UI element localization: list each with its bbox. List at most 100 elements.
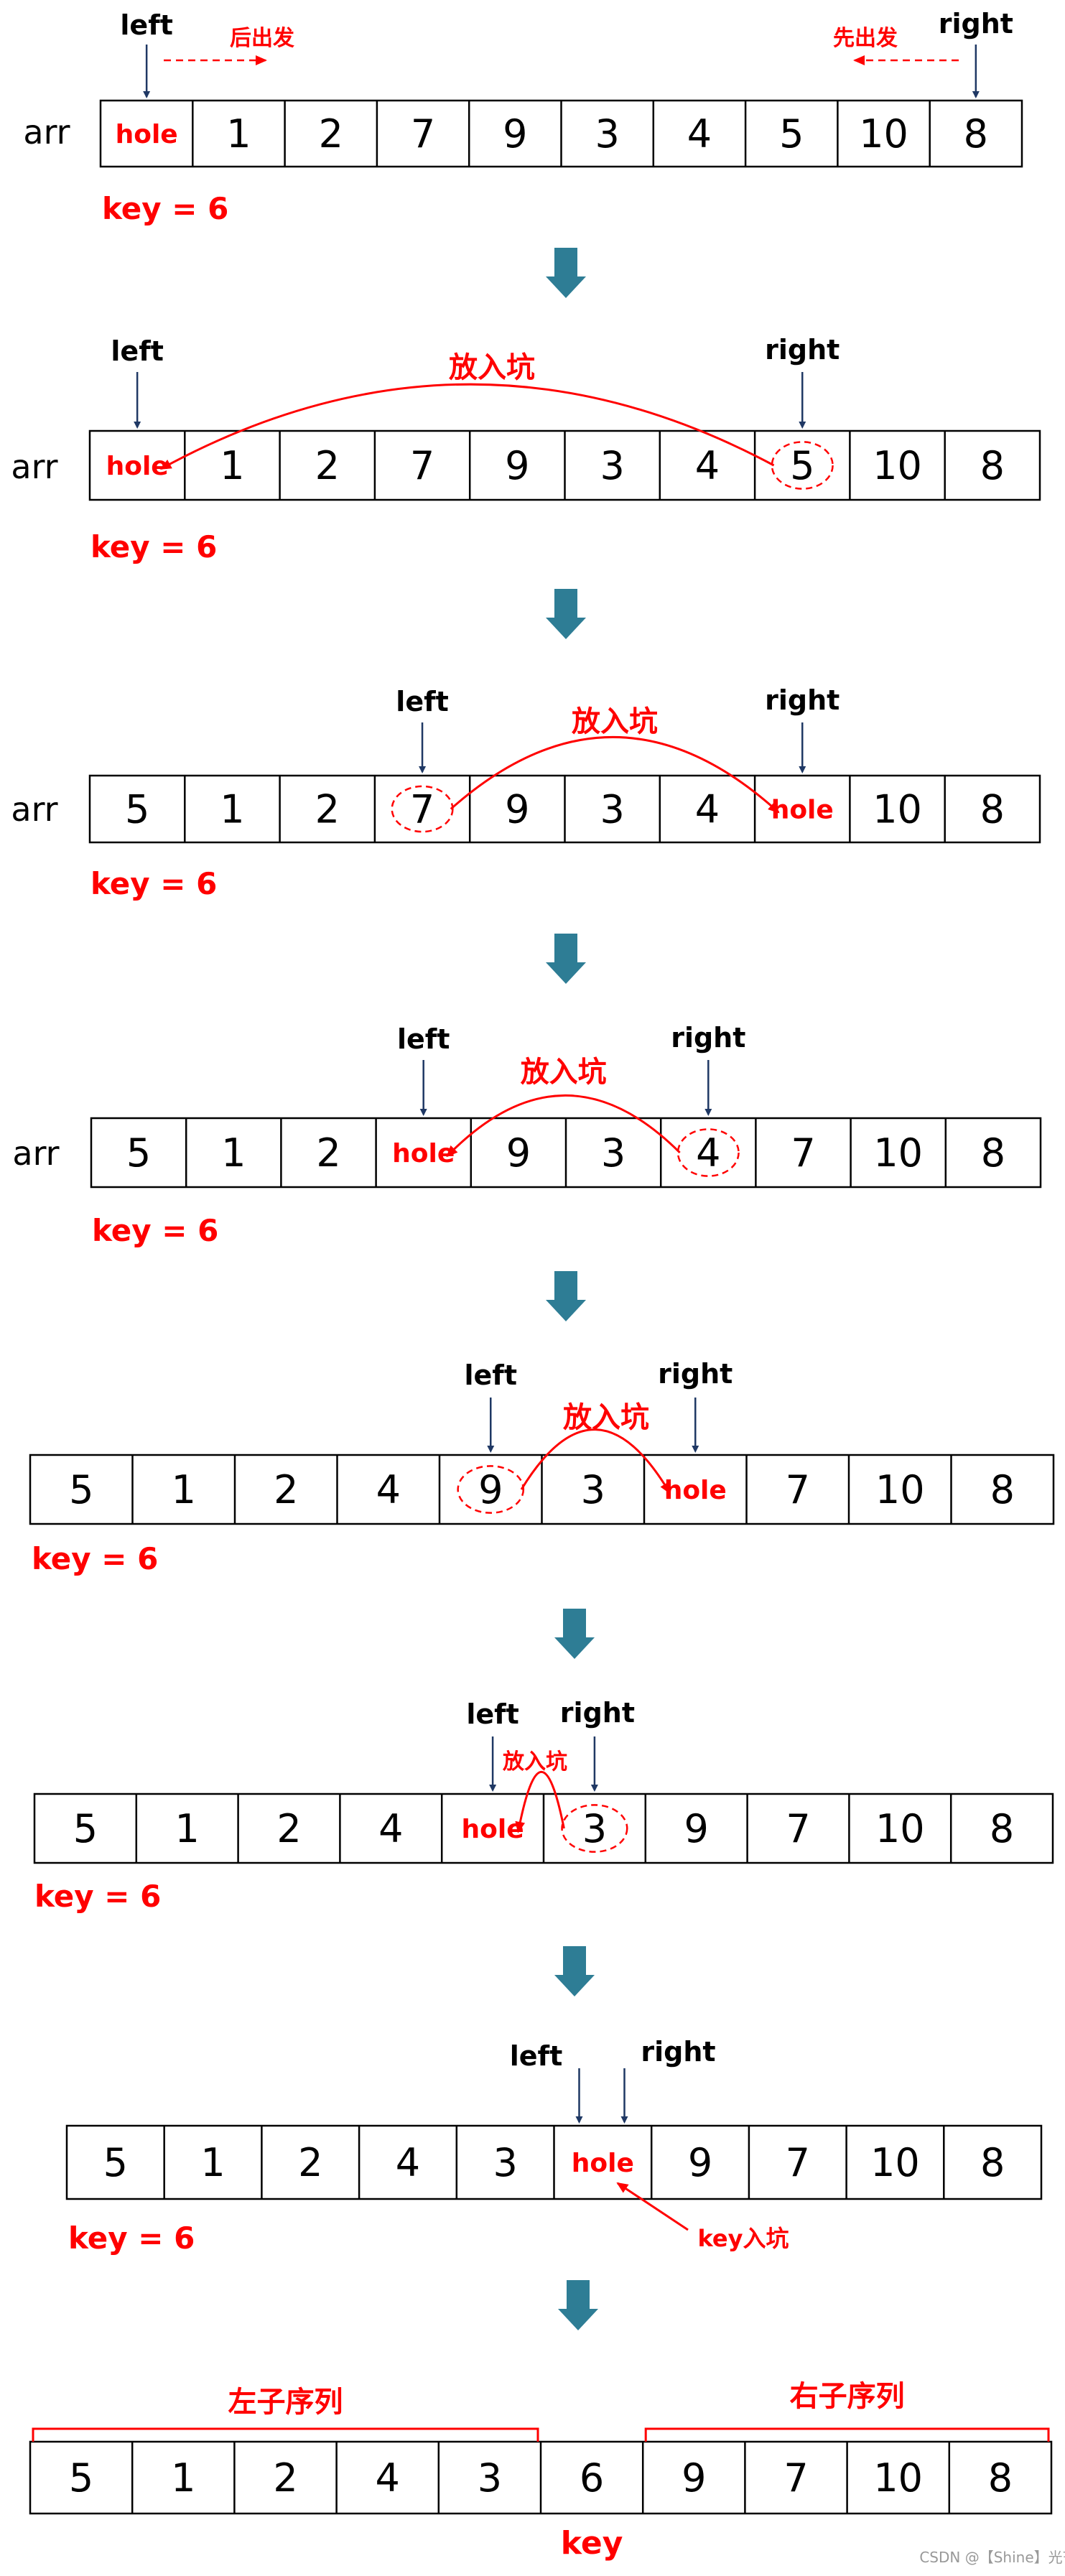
array-cell: 4 (696, 1130, 720, 1176)
transition-arrow-shaft (563, 1946, 586, 1975)
array-cell: 3 (478, 2455, 502, 2501)
key-value-label: key = 6 (34, 1879, 161, 1914)
transition-arrow-head (554, 1637, 595, 1659)
array-cell: 7 (410, 787, 434, 832)
move-in-pit-label: 放入坑 (502, 1749, 567, 1775)
move-arrow (520, 1428, 671, 1494)
array-cell: 9 (505, 443, 529, 488)
left-pointer-label: left (396, 686, 449, 717)
array-cell: 8 (980, 443, 1005, 488)
transition-arrow-shaft (563, 1609, 586, 1637)
move-arrow (515, 1770, 565, 1833)
key-into-pit-hint (616, 2182, 689, 2231)
array-cell: 10 (873, 787, 922, 832)
pivot-key-label: key (561, 2525, 623, 2562)
array-cell: 5 (790, 443, 814, 488)
move-in-pit-label: 放入坑 (521, 1056, 607, 1089)
array-cell: 3 (595, 111, 619, 157)
left-pointer-label: left (111, 335, 164, 367)
array-cell: 7 (791, 1130, 815, 1176)
array-cell: 10 (875, 1806, 925, 1851)
left-pointer-label: left (465, 1359, 518, 1391)
array-cell: 3 (601, 1130, 625, 1176)
array-cell: 8 (988, 2455, 1013, 2501)
key-value-label: key = 6 (102, 191, 228, 226)
array-cell: 2 (316, 1130, 340, 1176)
array-cell: 2 (315, 787, 340, 832)
array-cell: 8 (990, 1467, 1015, 1512)
step-transition-arrow (546, 589, 586, 639)
array-cell: 3 (493, 2140, 517, 2185)
arr-label: arr (23, 113, 70, 152)
array-cell: 5 (125, 787, 149, 832)
array-cell: 4 (695, 443, 720, 488)
array-cell: 1 (175, 1806, 200, 1851)
right-subsequence-label: 右子序列 (790, 2380, 905, 2413)
transition-arrow-shaft (554, 248, 577, 276)
array-cell: 3 (600, 787, 624, 832)
right-pointer-label: right (560, 1697, 635, 1729)
array-cell: 3 (600, 443, 624, 488)
array-cell: 4 (396, 2140, 420, 2185)
step-5 (29, 1398, 1055, 1525)
array-cell: 2 (319, 111, 343, 157)
key-into-pit-label: key入坑 (698, 2225, 789, 2252)
array-cell: 10 (870, 2140, 920, 2185)
array-cell: 4 (687, 111, 712, 157)
key-value-label: key = 6 (68, 2221, 195, 2256)
circled-value (676, 1128, 740, 1177)
step-1 (99, 45, 1023, 168)
transition-arrow-shaft (554, 934, 577, 962)
left-start-label: 后出发 (230, 26, 294, 51)
array-cell: 2 (315, 443, 340, 488)
array-cell: 5 (69, 2455, 93, 2501)
array-cell: 8 (980, 787, 1005, 832)
left-subsequence-bracket (32, 2427, 539, 2442)
array-cell: 9 (684, 1806, 709, 1851)
array-cell: 9 (478, 1467, 503, 1512)
right-pointer-label: right (641, 2036, 715, 2068)
array-cell: 9 (688, 2140, 712, 2185)
array-cell: 7 (786, 1806, 810, 1851)
left-pointer-label: left (120, 9, 173, 41)
transition-arrow-head (558, 2309, 598, 2330)
array-cell: 10 (873, 2455, 923, 2501)
transition-arrow-head (546, 962, 586, 984)
key-value-label: key = 6 (90, 529, 217, 564)
array-cell: 2 (273, 2455, 297, 2501)
array-cell: 7 (410, 443, 434, 488)
array-cell: 9 (505, 787, 529, 832)
right-pointer-label: right (765, 684, 840, 716)
transition-arrow-head (546, 276, 586, 298)
left-pointer-label: left (510, 2040, 563, 2072)
transition-arrow-head (554, 1975, 595, 1996)
arr-label: arr (11, 447, 57, 486)
move-in-pit-label: 放入坑 (572, 705, 658, 738)
array-cell: 5 (69, 1467, 93, 1512)
step-transition-arrow (554, 1946, 595, 1996)
array-cell: 4 (695, 787, 720, 832)
array-cell: 1 (220, 787, 244, 832)
array-cell: 1 (220, 443, 244, 488)
array-cell: 8 (990, 1806, 1014, 1851)
circled-value (391, 785, 454, 833)
arr-label: arr (11, 790, 57, 829)
key-into-pit-arrow (616, 2182, 689, 2231)
left-subsequence-label: 左子序列 (228, 2386, 343, 2419)
array-cell: 1 (171, 2455, 195, 2501)
step-6 (33, 1736, 1054, 1864)
circled-value (771, 441, 834, 490)
array-cell: 5 (779, 111, 804, 157)
left-pointer-label: left (397, 1023, 450, 1055)
key-value-label: key = 6 (92, 1213, 218, 1248)
array-cell: 1 (172, 1467, 196, 1512)
array-cell: 4 (376, 1467, 401, 1512)
step-transition-arrow (546, 1271, 586, 1321)
array-cell: 7 (411, 111, 435, 157)
transition-arrow-head (546, 618, 586, 639)
array-cell: 7 (786, 2140, 810, 2185)
array-cell: 10 (859, 111, 908, 157)
array-cell: 10 (873, 443, 922, 488)
array-cell: 9 (506, 1130, 531, 1176)
